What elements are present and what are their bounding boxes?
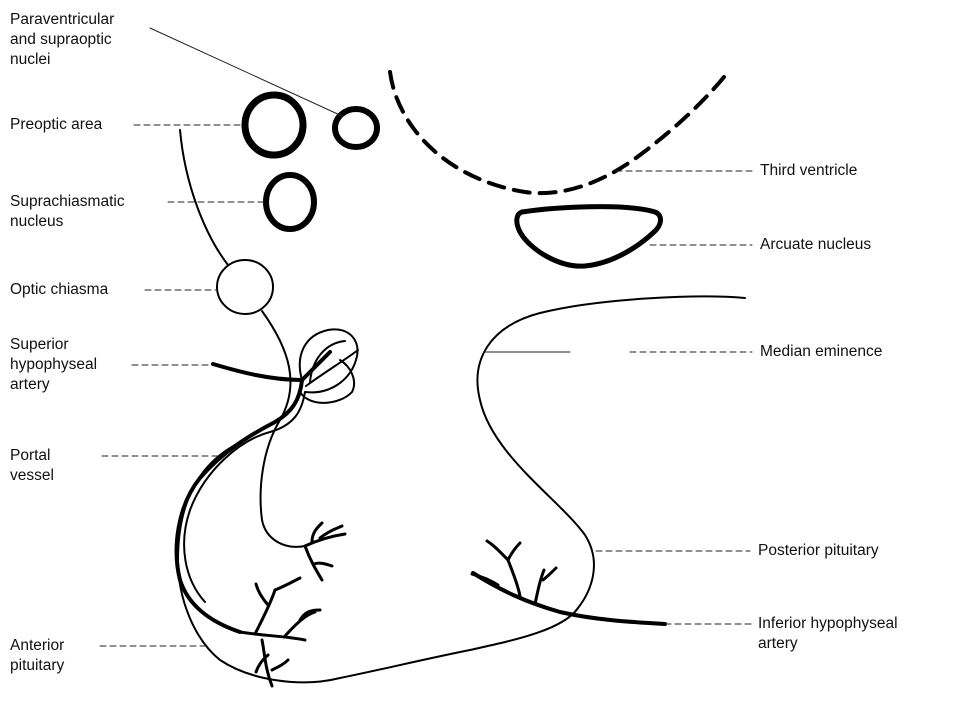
leader-paraventricular bbox=[150, 28, 342, 116]
label-optic-chiasma: Optic chiasma bbox=[10, 280, 108, 300]
label-median-eminence: Median eminence bbox=[760, 342, 882, 362]
label-paraventricular: Paraventricular and supraoptic nuclei bbox=[10, 10, 114, 70]
label-suprachiasmatic: Suprachiasmatic nucleus bbox=[10, 192, 125, 232]
label-posterior-pituitary: Posterior pituitary bbox=[758, 541, 879, 561]
preoptic-area-shape bbox=[245, 95, 303, 155]
portal-vessel bbox=[177, 380, 302, 632]
pituitary-stalk-left bbox=[261, 311, 305, 547]
hypothalamus-left-boundary bbox=[180, 130, 228, 265]
label-preoptic-area: Preoptic area bbox=[10, 115, 102, 135]
capillary-loops bbox=[300, 329, 358, 403]
portal-vessel-thin bbox=[184, 392, 305, 602]
label-superior-artery: Superior hypophyseal artery bbox=[10, 335, 97, 395]
third-ventricle-outline bbox=[390, 72, 728, 193]
optic-chiasma-shape bbox=[217, 260, 273, 314]
anterior-pituitary-branches bbox=[240, 578, 320, 686]
label-third-ventricle: Third ventricle bbox=[760, 161, 857, 181]
label-inferior-artery: Inferior hypophyseal artery bbox=[758, 614, 898, 654]
paraventricular-nucleus-shape bbox=[335, 109, 377, 147]
suprachiasmatic-nucleus-shape bbox=[266, 175, 314, 229]
stalk-capillary-branches bbox=[305, 523, 345, 580]
label-portal-vessel: Portal vessel bbox=[10, 446, 54, 486]
superior-hypophyseal-artery bbox=[213, 352, 330, 380]
arcuate-nucleus-shape bbox=[517, 207, 661, 267]
label-anterior-pituitary: Anterior pituitary bbox=[10, 636, 64, 676]
label-arcuate-nucleus: Arcuate nucleus bbox=[760, 235, 871, 255]
